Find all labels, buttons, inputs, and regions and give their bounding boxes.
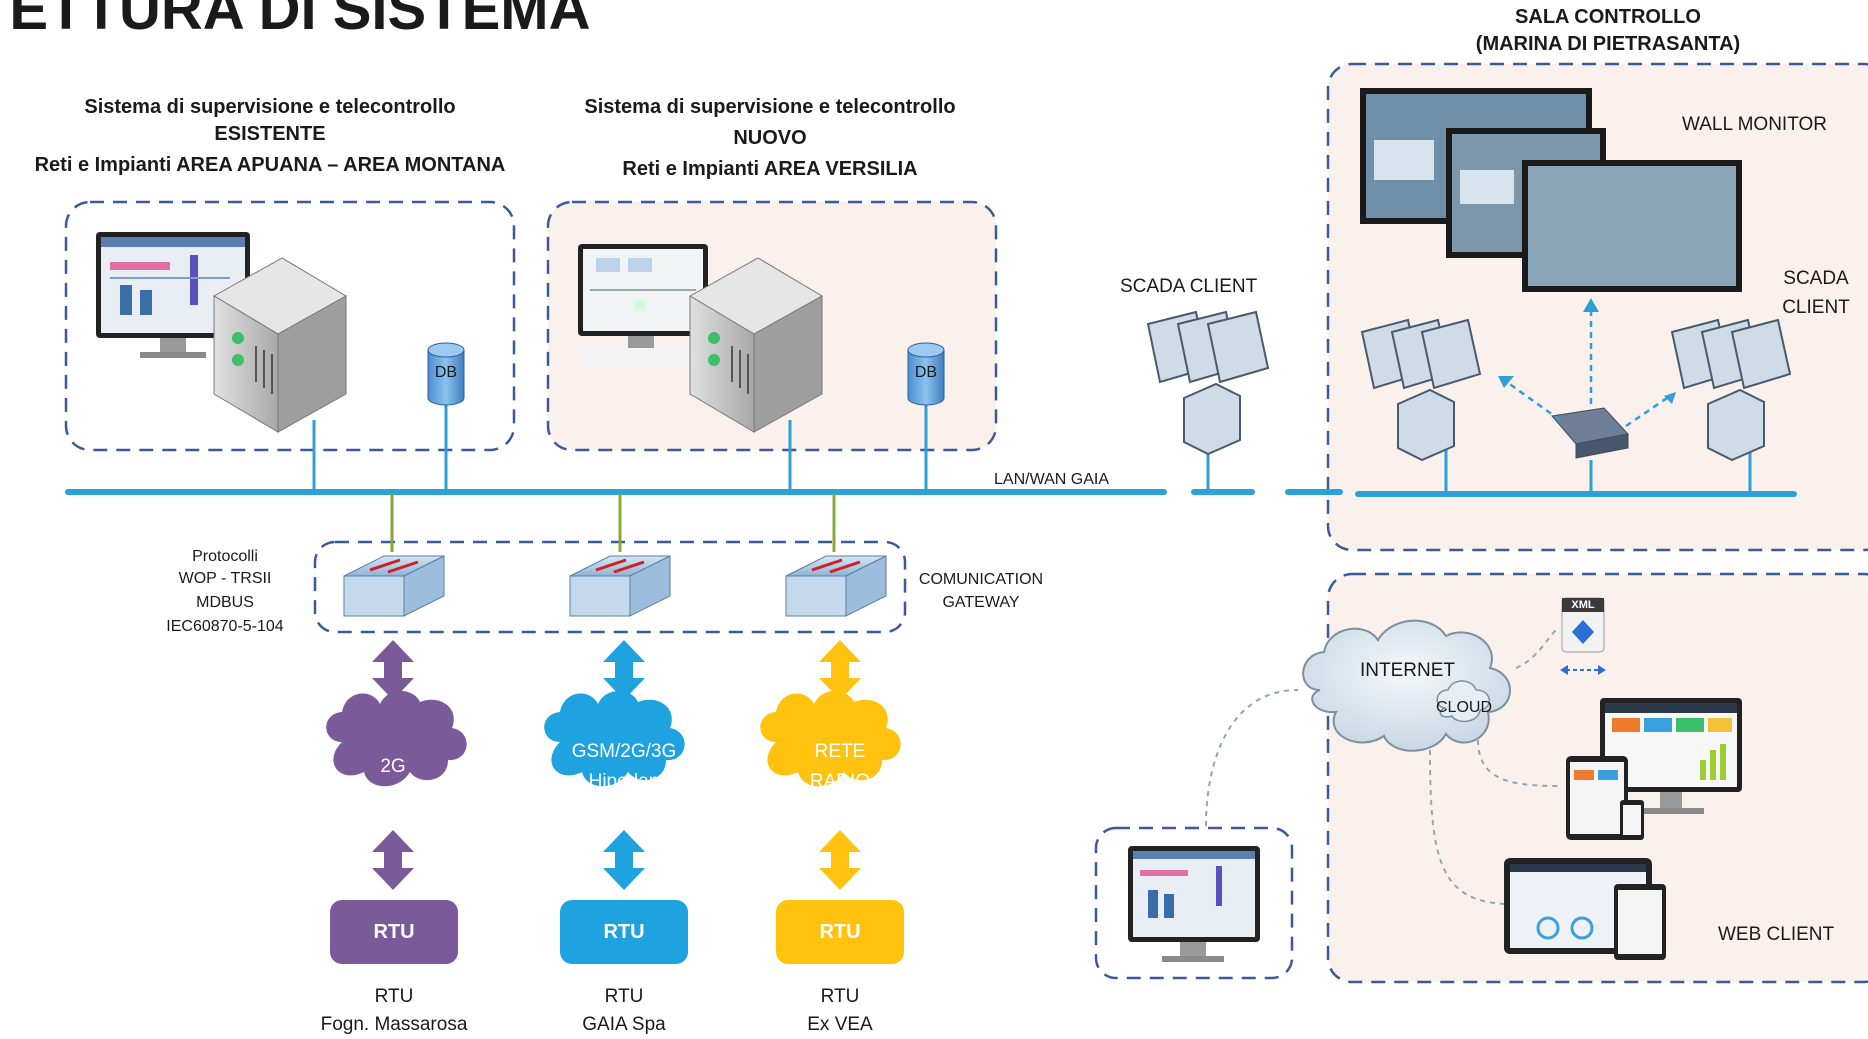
- network-3-label-line2: RADIO: [809, 771, 871, 792]
- network-1-label: 2G: [380, 756, 406, 777]
- existing-server: [212, 257, 348, 433]
- rtu-1-caption-line1: RTU: [374, 986, 414, 1007]
- protocols-line1: Protocolli: [192, 548, 258, 565]
- link-arrow: [372, 640, 414, 700]
- wall-monitor-label: WALL MONITOR: [1682, 114, 1827, 135]
- local-client-monitor: [1128, 846, 1260, 962]
- rtu-3-label: RTU: [819, 921, 861, 943]
- wall-monitor: [1360, 88, 1742, 292]
- web-client-label: WEB CLIENT: [1718, 924, 1835, 945]
- new-system-line2: NUOVO: [733, 127, 807, 149]
- scada-client-right-line1: SCADA: [1783, 268, 1849, 289]
- rtu-box: [330, 900, 458, 964]
- scada-client-workstation: [1146, 310, 1270, 456]
- existing-db-label: DB: [434, 364, 458, 381]
- web-devices: [1504, 698, 1742, 960]
- internet-label: INTERNET: [1360, 660, 1455, 681]
- new-system-line1: Sistema di supervisione e telecontrollo: [584, 96, 956, 118]
- network-column-1: [326, 640, 467, 964]
- gateway-switch-2: [569, 555, 671, 617]
- network-2-label-line1: GSM/2G/3G: [571, 741, 677, 762]
- new-system-line3: Reti e Impianti AREA VERSILIA: [622, 158, 918, 180]
- existing-scada-monitor: [96, 232, 250, 358]
- protocols-line3: MDBUS: [196, 594, 254, 611]
- internet-links: [1205, 629, 1559, 905]
- link-arrow: [603, 640, 645, 700]
- control-room-workstation-left: [1360, 318, 1482, 462]
- switch-links: [1503, 306, 1671, 428]
- lan-label: LAN/WAN GAIA: [994, 471, 1109, 488]
- gateway-line1: COMUNICATION: [918, 571, 1044, 588]
- new-db: [907, 342, 945, 406]
- page-title: TETTURA DI SISTEMA: [0, 0, 591, 42]
- rtu-3-caption-line2: Ex VEA: [807, 1014, 873, 1035]
- rtu-2-caption-line2: GAIA Spa: [582, 1014, 666, 1035]
- new-scada-monitor: [578, 244, 708, 368]
- lan-bus: [65, 489, 1797, 497]
- gateway-uplinks: [390, 494, 836, 552]
- rtu-1-label: RTU: [373, 921, 415, 943]
- rtu-3-caption-line1: RTU: [820, 986, 860, 1007]
- control-room-switch: [1551, 407, 1629, 459]
- xml-label: XML: [1571, 599, 1595, 611]
- new-server: [688, 257, 824, 433]
- gateway-switch-3: [785, 555, 887, 617]
- cloud-label: CLOUD: [1436, 699, 1493, 716]
- network-2-label-line2: Hiperlan: [588, 771, 660, 792]
- rtu-1-caption-line2: Fogn. Massarosa: [320, 1014, 468, 1035]
- protocols-line4: IEC60870-5-104: [166, 618, 284, 635]
- existing-system-line1: Sistema di supervisione e telecontrollo: [84, 96, 456, 118]
- scada-client-label: SCADA CLIENT: [1120, 276, 1258, 297]
- network-cloud: [544, 691, 685, 787]
- internet-cloud: [1302, 619, 1511, 752]
- new-db-label: DB: [914, 364, 938, 381]
- rtu-2-caption-line1: RTU: [604, 986, 644, 1007]
- network-column-2: [544, 640, 688, 964]
- link-arrow: [372, 830, 414, 890]
- gateway-box: [313, 540, 907, 634]
- protocols-line2: WOP - TRSII: [178, 570, 272, 587]
- existing-system-line3: Reti e Impianti AREA APUANA – AREA MONTA…: [34, 154, 506, 176]
- existing-db: [427, 342, 465, 406]
- scada-client-right-line2: CLIENT: [1782, 297, 1850, 318]
- link-arrow: [603, 830, 645, 890]
- rtu-box: [560, 900, 688, 964]
- xml-icon: [1560, 597, 1606, 675]
- existing-system-line2: ESISTENTE: [214, 123, 326, 145]
- rtu-2-label: RTU: [603, 921, 645, 943]
- link-arrow: [819, 830, 861, 890]
- control-room-workstation-right: [1670, 318, 1792, 462]
- network-column-3: [760, 640, 904, 964]
- gateway-line2: GATEWAY: [942, 594, 1020, 611]
- network-cloud: [326, 691, 467, 787]
- gateway-switch-1: [343, 555, 445, 617]
- control-room-subtitle: (MARINA DI PIETRASANTA): [1475, 33, 1741, 55]
- network-3-label-line1: RETE: [814, 741, 866, 762]
- link-arrow: [819, 640, 861, 700]
- rtu-box: [776, 900, 904, 964]
- network-cloud: [760, 691, 901, 787]
- control-room-title: SALA CONTROLLO: [1515, 6, 1701, 28]
